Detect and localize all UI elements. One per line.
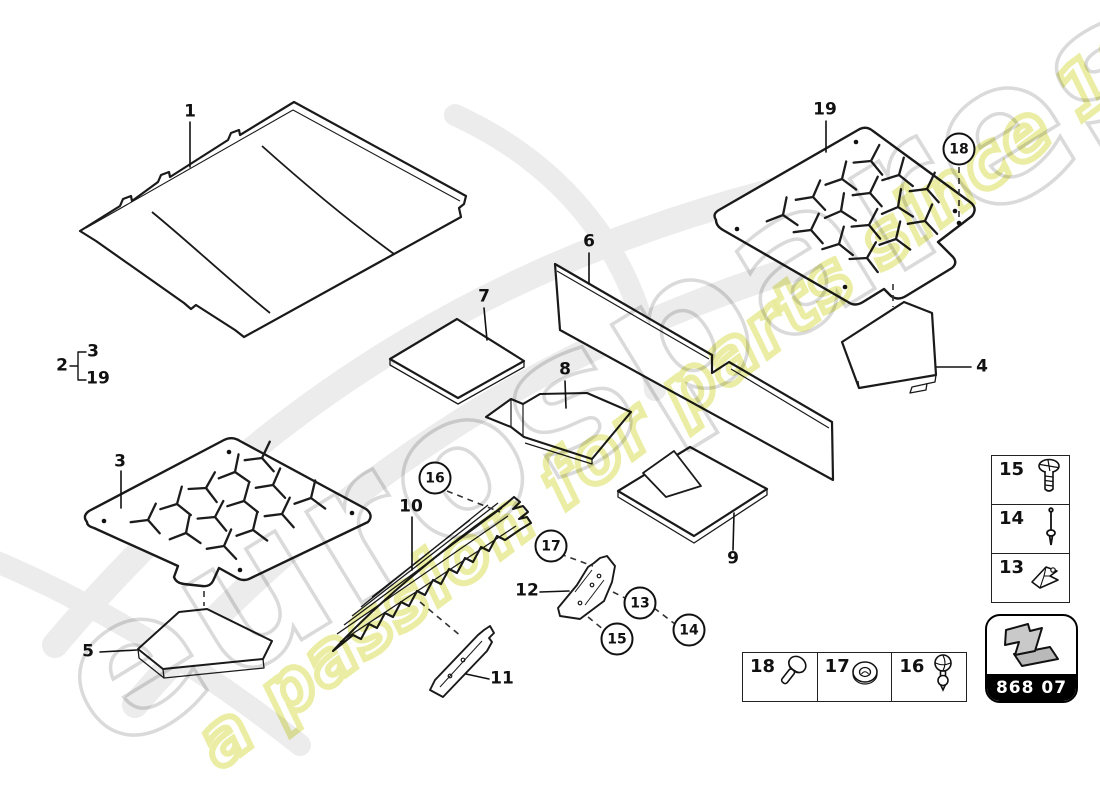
callout-circled-16[interactable]: 16 <box>418 461 452 495</box>
pin-icon <box>1036 506 1066 552</box>
part-1-headliner-drawing <box>78 100 468 339</box>
callout-6[interactable]: 6 <box>583 231 595 252</box>
callout-4[interactable]: 4 <box>976 356 988 377</box>
part-7-mat-drawing <box>388 317 526 405</box>
legend-num-17: 17 <box>824 656 850 677</box>
legend-cell-13[interactable]: 13 <box>992 554 1069 602</box>
callout-circled-13[interactable]: 13 <box>623 586 657 620</box>
part-3-fastener-holes <box>101 449 355 573</box>
callout-7[interactable]: 7 <box>478 286 490 307</box>
diagram-code: 868 07 <box>987 674 1076 701</box>
dashed-assembly-lines <box>203 167 960 638</box>
fastener-legend-bottom: 18 17 <box>742 652 967 702</box>
legend-num-18: 18 <box>750 656 776 677</box>
ball-stud-icon <box>928 653 958 701</box>
callout-circled-14[interactable]: 14 <box>672 613 706 647</box>
callout-circled-18[interactable]: 18 <box>942 132 976 166</box>
callout-circled-17[interactable]: 17 <box>534 529 568 563</box>
legend-num-13: 13 <box>999 557 1025 578</box>
callout-5[interactable]: 5 <box>82 641 94 662</box>
diagram-code-badge: 868 07 <box>985 614 1078 703</box>
part-3-textured-panel-drawing <box>83 437 372 588</box>
callout-10[interactable]: 10 <box>399 496 423 517</box>
clip-icon <box>1026 558 1066 598</box>
fastener-legend-side: 15 14 13 <box>991 455 1070 603</box>
callout-2-ref-3[interactable]: 3 <box>87 341 99 362</box>
callout-8[interactable]: 8 <box>559 359 571 380</box>
callout-3[interactable]: 3 <box>114 451 126 472</box>
callout-11[interactable]: 11 <box>490 668 514 689</box>
leader-lines <box>69 120 972 680</box>
part-5-foam-wedge-drawing <box>137 608 273 679</box>
legend-cell-16[interactable]: 16 <box>892 653 966 701</box>
legend-num-16: 16 <box>899 656 925 677</box>
callout-2[interactable]: 2 <box>56 355 68 376</box>
callout-12[interactable]: 12 <box>515 580 539 601</box>
legend-num-14: 14 <box>999 508 1025 529</box>
part-19-fastener-holes <box>734 139 962 290</box>
part-11-bracket-drawing <box>429 625 495 698</box>
callout-circled-15[interactable]: 15 <box>600 622 634 656</box>
legend-cell-17[interactable]: 17 <box>818 653 893 701</box>
dome-rivet-icon <box>775 654 811 700</box>
part-9-mat-folded-drawing <box>616 445 769 544</box>
part-6-bulkhead-mat-drawing <box>553 262 835 482</box>
callout-1[interactable]: 1 <box>184 101 196 122</box>
legend-cell-15[interactable]: 15 <box>992 456 1069 505</box>
callout-2-ref-19[interactable]: 19 <box>86 368 110 389</box>
grommet-icon <box>847 658 883 696</box>
callout-19[interactable]: 19 <box>813 99 837 120</box>
legend-cell-18[interactable]: 18 <box>743 653 818 701</box>
callout-9[interactable]: 9 <box>727 548 739 569</box>
part-10-louvered-panel-drawing <box>331 495 533 653</box>
legend-num-15: 15 <box>999 459 1025 480</box>
screw-icon <box>1032 457 1066 503</box>
part-8-stepped-mat-drawing <box>484 391 633 465</box>
part-12-bracket-drawing <box>557 555 616 620</box>
part-location-arrow-icon <box>987 616 1076 674</box>
part-4-foam-wedge-drawing <box>840 300 938 394</box>
part-19-textured-panel-drawing <box>713 126 976 306</box>
legend-cell-14[interactable]: 14 <box>992 505 1069 554</box>
